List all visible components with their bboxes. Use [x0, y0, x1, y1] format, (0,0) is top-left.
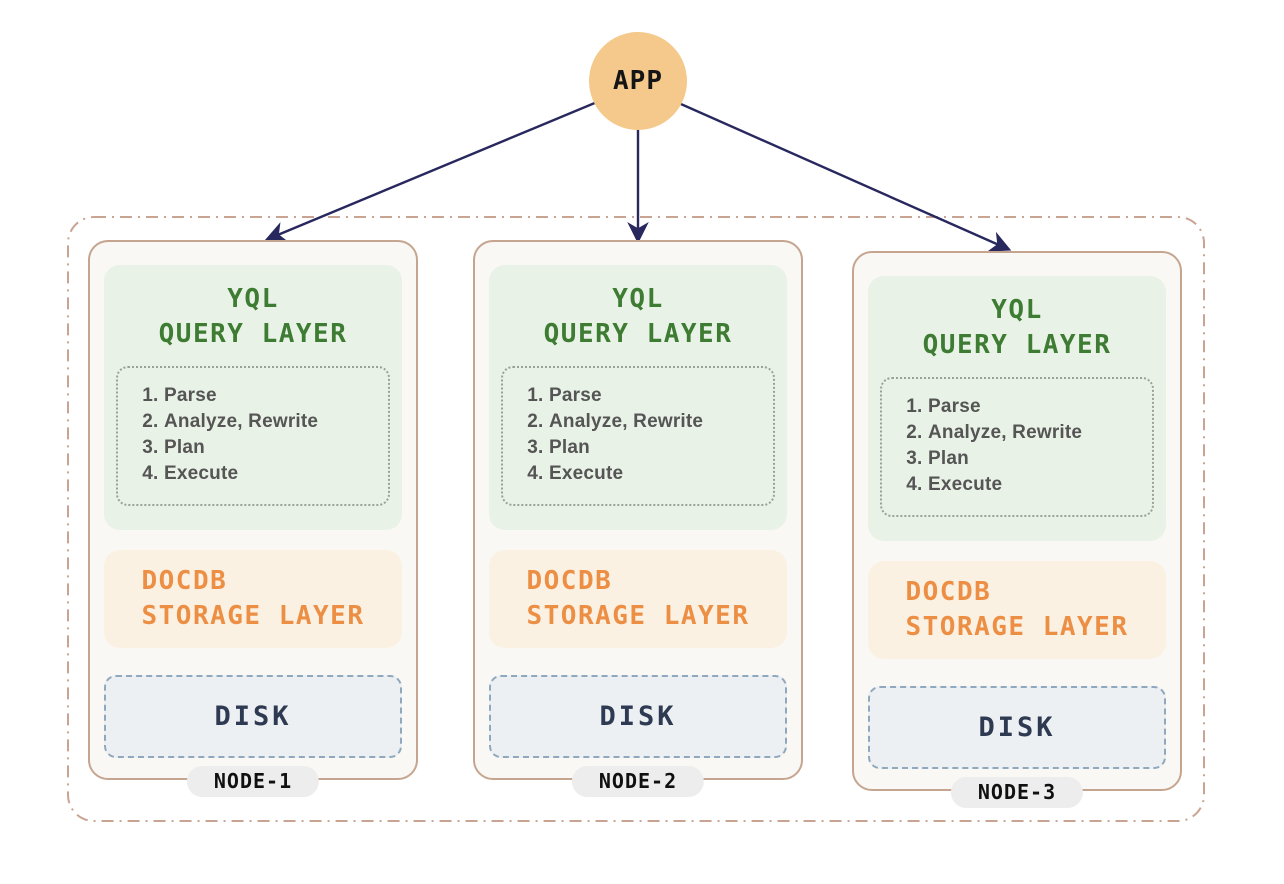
storage-layer-title-line2: STORAGE LAYER	[141, 601, 365, 631]
query-steps-box: Parse Analyze, Rewrite Plan Execute	[116, 366, 390, 506]
query-layer-title: YQL QUERY LAYER	[104, 282, 402, 352]
storage-layer-title-line1: DOCDB	[905, 577, 992, 607]
query-layer-title-line1: YQL	[612, 284, 664, 314]
disk-box: DISK	[104, 675, 402, 758]
query-step: Analyze, Rewrite	[928, 420, 1152, 446]
storage-layer-title: DOCDB STORAGE LAYER	[527, 564, 750, 634]
arrow-app-to-node-1	[264, 83, 639, 243]
disk-label: DISK	[978, 712, 1056, 743]
docdb-storage-layer: DOCDB STORAGE LAYER	[104, 550, 402, 648]
query-step: Execute	[164, 461, 388, 487]
docdb-storage-layer: DOCDB STORAGE LAYER	[868, 561, 1166, 659]
disk-box: DISK	[489, 675, 787, 758]
storage-layer-title-line1: DOCDB	[526, 566, 613, 596]
node-card-2: YQL QUERY LAYER Parse Analyze, Rewrite P…	[473, 240, 803, 797]
query-layer-title-line1: YQL	[991, 295, 1043, 325]
query-step: Plan	[549, 435, 773, 461]
storage-layer-title: DOCDB STORAGE LAYER	[142, 564, 365, 634]
storage-layer-title: DOCDB STORAGE LAYER	[906, 575, 1129, 645]
query-step: Execute	[549, 461, 773, 487]
query-step: Analyze, Rewrite	[549, 409, 773, 435]
storage-layer-title-line2: STORAGE LAYER	[526, 601, 750, 631]
disk-label: DISK	[214, 701, 292, 732]
node-label-badge: NODE-2	[571, 766, 705, 797]
query-step: Execute	[928, 472, 1152, 498]
query-layer-title: YQL QUERY LAYER	[868, 293, 1166, 363]
query-layer-title-line1: YQL	[227, 284, 279, 314]
node-label-badge: NODE-3	[950, 777, 1084, 808]
node-card-3: YQL QUERY LAYER Parse Analyze, Rewrite P…	[852, 251, 1182, 808]
storage-layer-title-line2: STORAGE LAYER	[905, 612, 1129, 642]
query-layer-title-line2: QUERY LAYER	[543, 319, 733, 349]
query-steps-list: Parse Analyze, Rewrite Plan Execute	[882, 394, 1152, 498]
query-step: Analyze, Rewrite	[164, 409, 388, 435]
query-steps-list: Parse Analyze, Rewrite Plan Execute	[503, 383, 773, 487]
node-card-1: YQL QUERY LAYER Parse Analyze, Rewrite P…	[88, 240, 418, 797]
query-steps-box: Parse Analyze, Rewrite Plan Execute	[880, 377, 1154, 517]
query-layer-title-line2: QUERY LAYER	[922, 330, 1112, 360]
query-steps-list: Parse Analyze, Rewrite Plan Execute	[118, 383, 388, 487]
yql-query-layer: YQL QUERY LAYER Parse Analyze, Rewrite P…	[104, 265, 402, 530]
query-step: Plan	[928, 446, 1152, 472]
app-circle: APP	[589, 32, 687, 130]
node-label-badge: NODE-1	[186, 766, 320, 797]
app-label: APP	[613, 66, 663, 96]
yql-query-layer: YQL QUERY LAYER Parse Analyze, Rewrite P…	[868, 276, 1166, 541]
yql-query-layer: YQL QUERY LAYER Parse Analyze, Rewrite P…	[489, 265, 787, 530]
query-step: Parse	[928, 394, 1152, 420]
docdb-storage-layer: DOCDB STORAGE LAYER	[489, 550, 787, 648]
query-steps-box: Parse Analyze, Rewrite Plan Execute	[501, 366, 775, 506]
storage-layer-title-line1: DOCDB	[141, 566, 228, 596]
query-step: Parse	[164, 383, 388, 409]
query-step: Plan	[164, 435, 388, 461]
disk-label: DISK	[599, 701, 677, 732]
query-layer-title: YQL QUERY LAYER	[489, 282, 787, 352]
disk-box: DISK	[868, 686, 1166, 769]
arrow-app-to-node-3	[637, 83, 1012, 252]
query-layer-title-line2: QUERY LAYER	[158, 319, 348, 349]
query-step: Parse	[549, 383, 773, 409]
